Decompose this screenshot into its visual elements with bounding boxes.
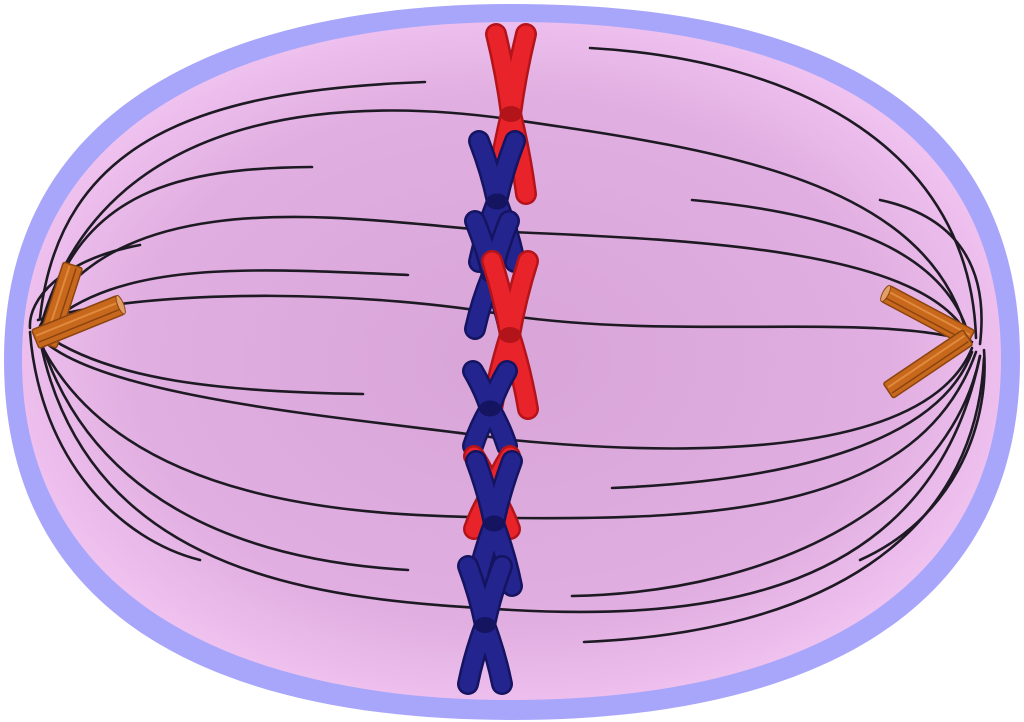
centromere bbox=[483, 515, 505, 532]
chromosome-blue bbox=[457, 555, 513, 695]
metaphase-plate bbox=[457, 23, 539, 695]
centriole bbox=[883, 329, 973, 399]
centriole-pair-left bbox=[31, 261, 126, 349]
spindle-fiber bbox=[690, 198, 972, 342]
centromere bbox=[499, 327, 521, 343]
centromere bbox=[479, 400, 501, 417]
chromosome-red bbox=[481, 250, 539, 420]
centriole bbox=[31, 294, 126, 349]
spindle-fiber bbox=[570, 354, 982, 598]
spindle-fiber bbox=[588, 46, 978, 340]
centriole bbox=[880, 284, 975, 347]
spindle-fiber bbox=[44, 269, 410, 328]
centriole-pair-right bbox=[880, 284, 975, 399]
spindle-fiber bbox=[582, 356, 986, 644]
spindle-fiber bbox=[878, 198, 983, 346]
centromere bbox=[474, 617, 496, 633]
spindle-fiber bbox=[28, 243, 142, 330]
spindle-fiber bbox=[858, 348, 986, 562]
chromosome-blue bbox=[462, 360, 518, 457]
spindle-fibers bbox=[28, 46, 986, 644]
spindle-fiber bbox=[38, 338, 982, 614]
centromere bbox=[486, 193, 508, 210]
spindle-fiber bbox=[38, 336, 410, 572]
spindle-fiber bbox=[28, 330, 202, 562]
spindle-fiber bbox=[610, 350, 974, 490]
spindle-fiber bbox=[38, 80, 427, 320]
centromere bbox=[500, 106, 522, 122]
spindle-fiber bbox=[42, 332, 365, 396]
